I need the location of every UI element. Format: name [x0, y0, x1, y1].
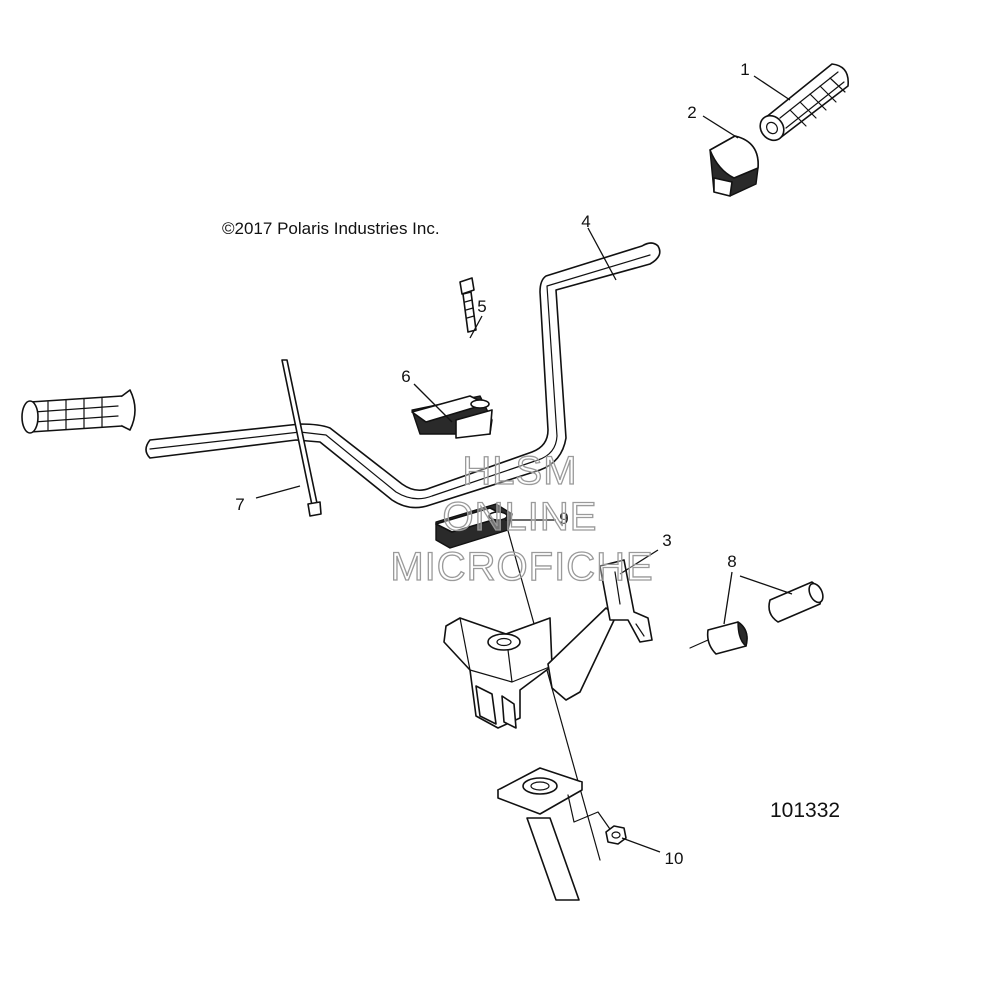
steering-column: [497, 519, 613, 901]
leader-lines: [255, 75, 793, 853]
hex-nut: [605, 825, 627, 845]
callout-numbers: 1 2 3 4 5 6 7 8 9 10: [235, 60, 749, 868]
copyright-notice: ©2017 Polaris Industries Inc.: [222, 219, 440, 238]
grip-spacer: [709, 135, 759, 197]
callout-4: 4: [581, 212, 590, 231]
callout-9: 9: [559, 509, 568, 528]
left-grip: [21, 389, 136, 434]
diagram-number: 101332: [770, 799, 840, 822]
watermark-line-1: HLSM: [462, 449, 577, 493]
handlebar: [145, 242, 661, 509]
callout-1: 1: [740, 60, 749, 79]
lower-clamp: [435, 503, 513, 549]
watermark-line-2: ONLINE: [443, 495, 598, 539]
mounting-bracket: [443, 559, 653, 729]
callout-10: 10: [665, 849, 684, 868]
grip-inserts: [689, 581, 824, 655]
upper-clamp: [411, 395, 493, 439]
callout-6: 6: [401, 367, 410, 386]
callout-5: 5: [477, 297, 486, 316]
right-grip: [759, 63, 849, 142]
watermark-line-3: MICROFICHE: [390, 545, 653, 589]
callout-2: 2: [687, 103, 696, 122]
callout-3: 3: [662, 531, 671, 550]
cable-tie: [281, 359, 322, 517]
callout-8: 8: [727, 552, 736, 571]
watermark: HLSM ONLINE MICROFICHE: [390, 448, 654, 589]
callout-7: 7: [235, 495, 244, 514]
clamp-bolt: [459, 277, 477, 333]
